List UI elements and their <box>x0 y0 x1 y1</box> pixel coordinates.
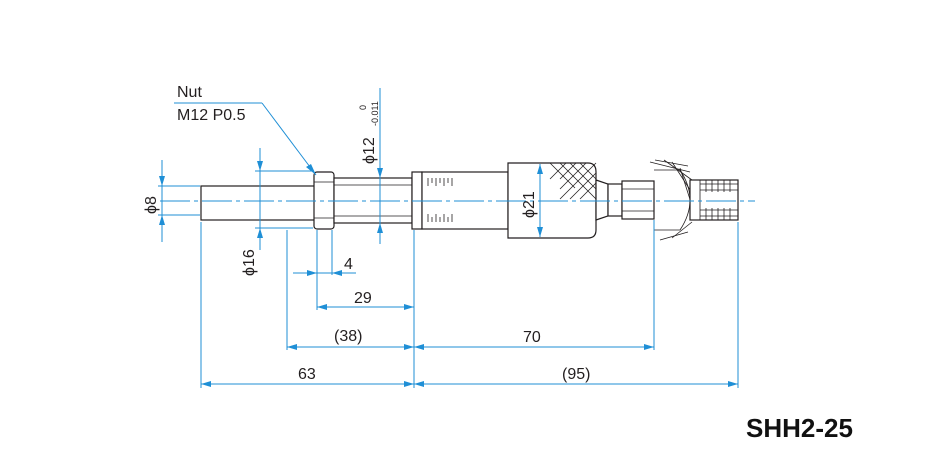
tolerance-upper: 0 <box>358 105 368 110</box>
nut-label: Nut <box>177 84 202 101</box>
nut-diameter-label: ϕ16 <box>241 249 258 276</box>
dimension-38: (38) <box>334 328 362 345</box>
nut-thread-spec: M12 P0.5 <box>177 107 246 124</box>
spindle-diameter-label: ϕ8 <box>143 196 160 214</box>
spindle <box>200 185 318 221</box>
sleeve-graduations <box>427 178 453 222</box>
dimension-4: 4 <box>344 256 353 273</box>
tolerance-lower: -0.011 <box>370 101 380 126</box>
thimble-diameter-label: ϕ21 <box>521 191 538 218</box>
ratchet-knurl <box>700 180 738 220</box>
extension-lines <box>158 170 739 388</box>
ratchet-knob <box>689 179 739 221</box>
dimension-29: 29 <box>354 290 372 307</box>
ratchet-stopper <box>649 159 695 241</box>
dimension-63: 63 <box>298 366 316 383</box>
thimble-knurl <box>549 162 597 200</box>
dimension-lines <box>159 88 738 387</box>
dimension-70: 70 <box>523 329 541 346</box>
ratchet-neck <box>595 179 609 221</box>
ratchet-shaft <box>607 183 623 217</box>
ratchet-hex <box>621 180 655 220</box>
dimension-95: (95) <box>562 366 590 383</box>
stem-diameter-label: ϕ12 <box>361 137 378 164</box>
model-number: SHH2-25 <box>746 413 853 443</box>
